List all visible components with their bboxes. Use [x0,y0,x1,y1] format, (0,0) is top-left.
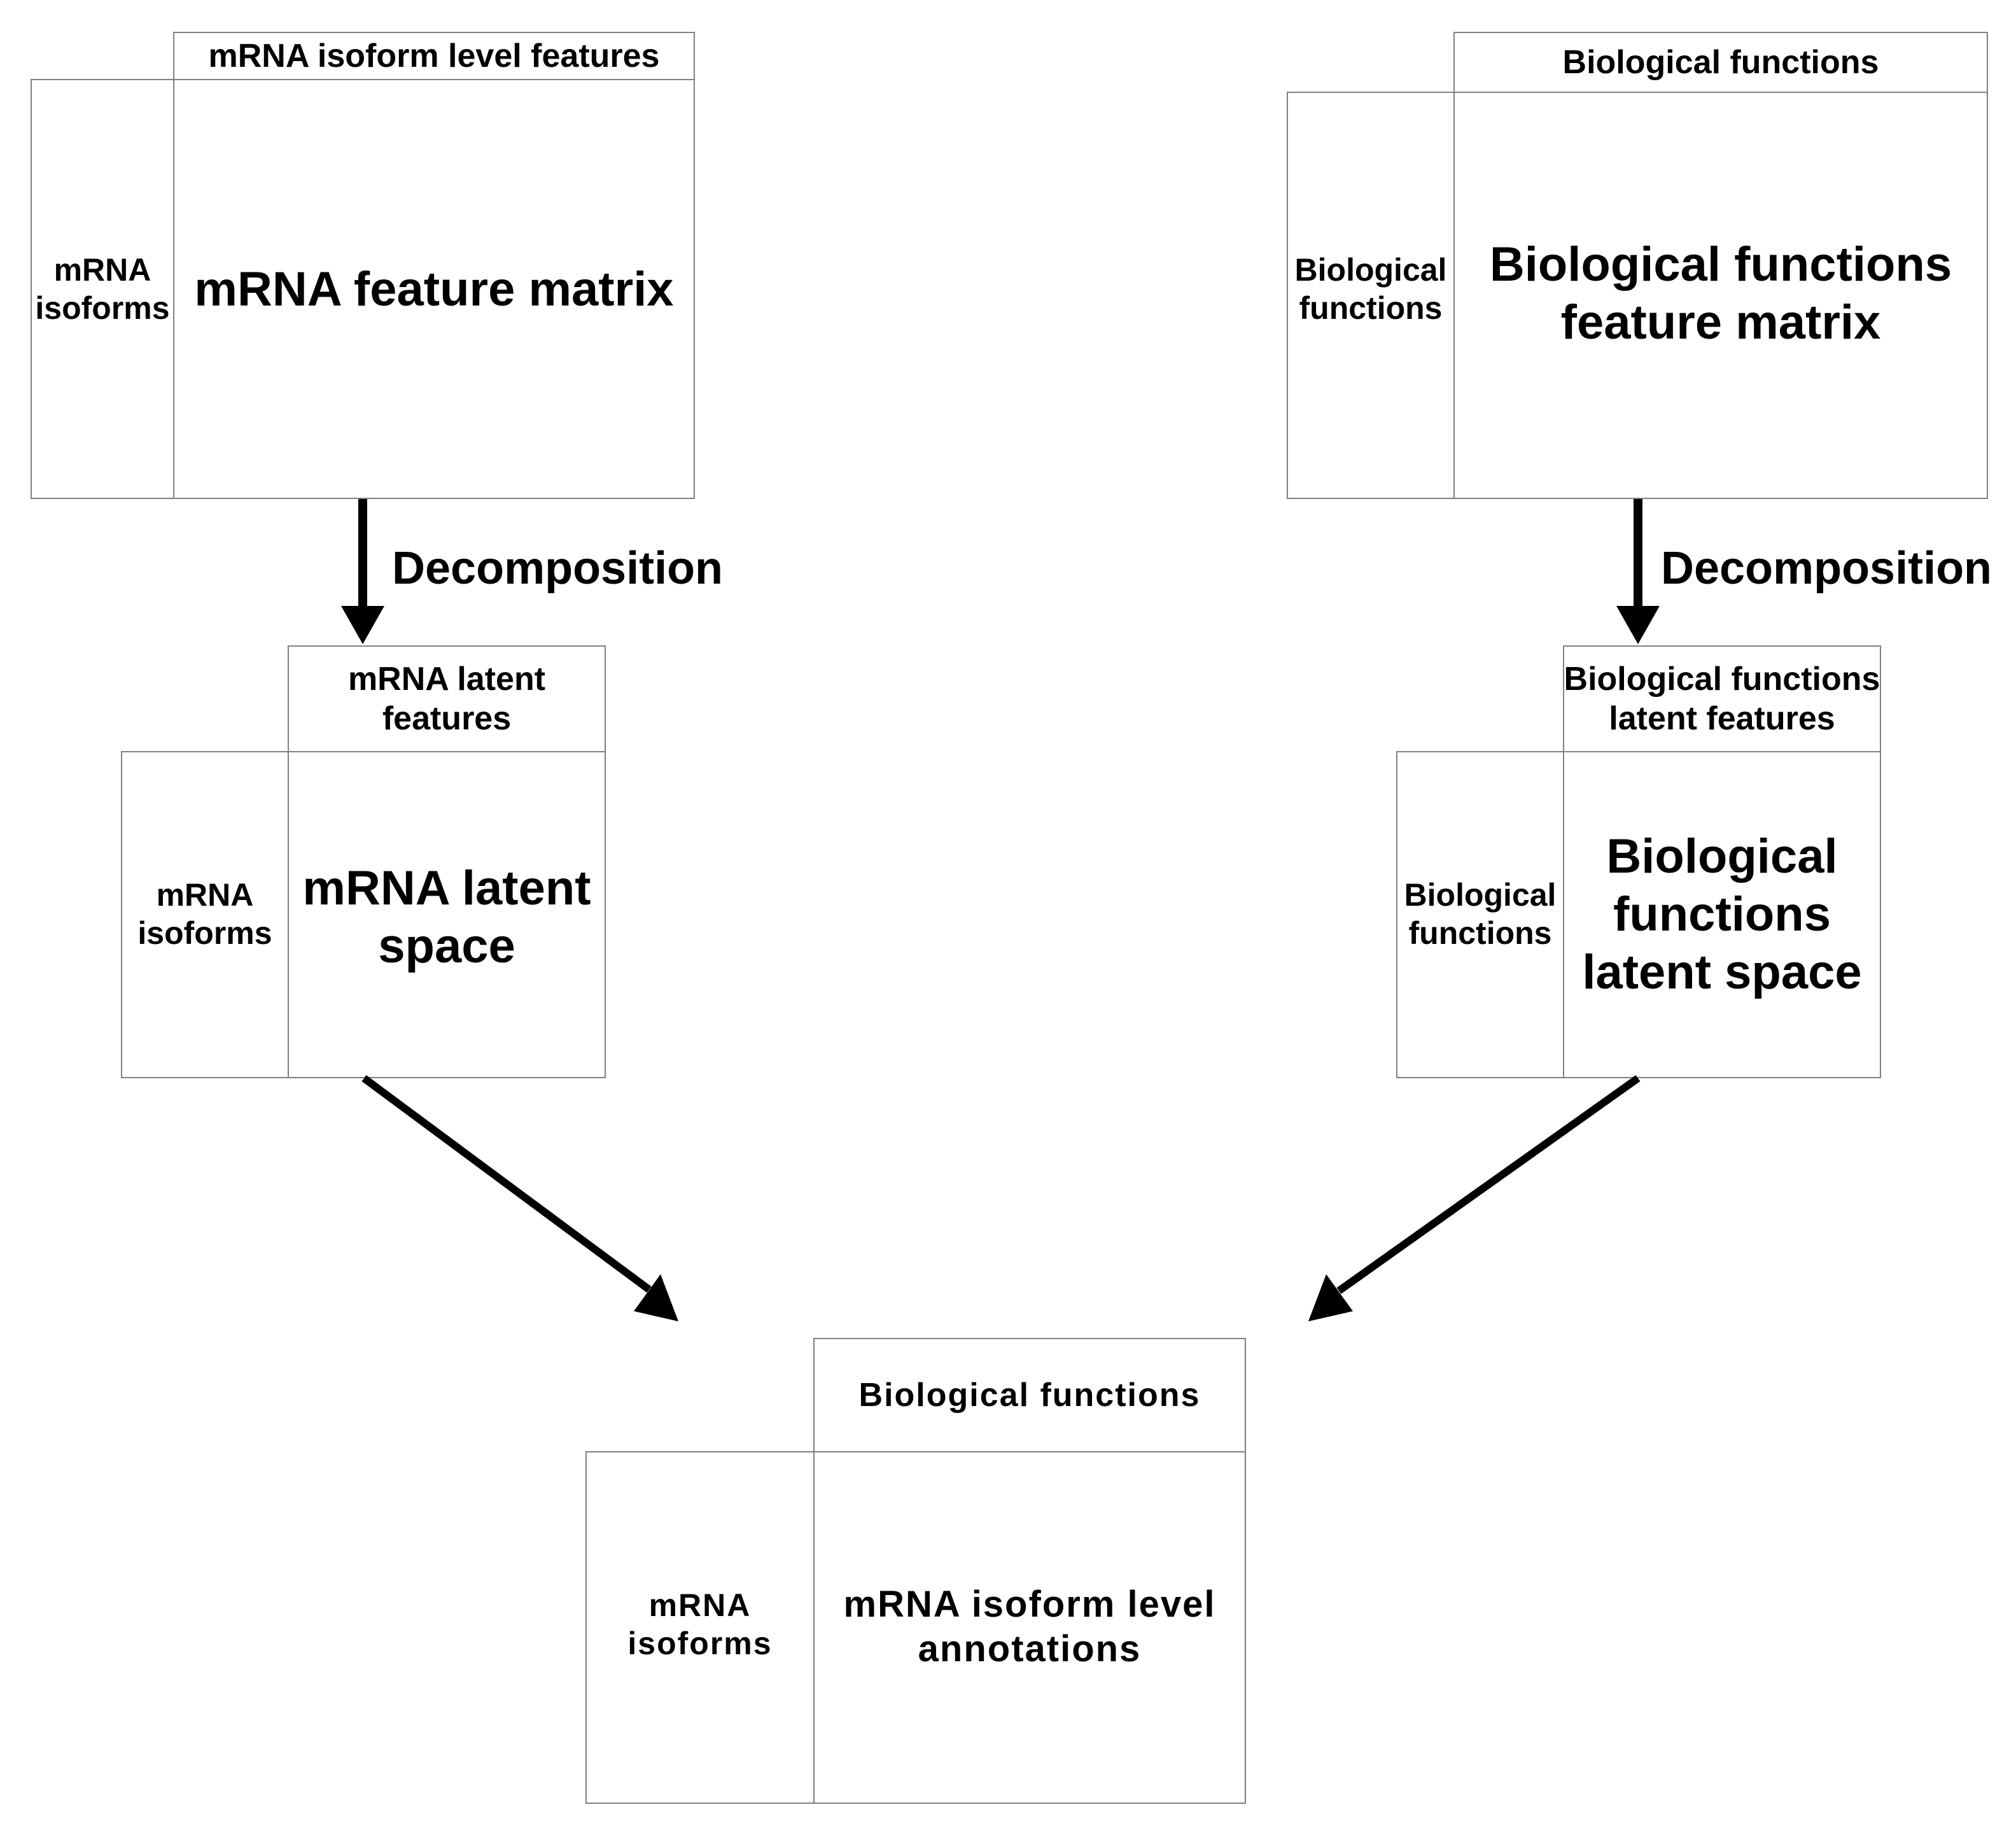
annotations-row-header-box [585,1451,815,1804]
mrna-feature-matrix-row-header-box [31,79,174,499]
annotations-row-header: mRNA isoforms [627,1587,773,1661]
mrna-latent-row-header: mRNA isoforms [137,877,272,951]
mrna-feature-matrix-row-header: mRNA isoforms [35,252,170,326]
mrna-latent-col-header-box [288,645,606,752]
mrna-feature-matrix-col-header: mRNA isoform level features [208,37,660,74]
right-to-annotations-arrow [1308,1075,1641,1321]
mrna-latent-col-header: mRNA latent features [347,660,546,737]
bio-latent-title: Biological functions latent space [1582,829,1862,1000]
mrna-latent-row-header-box [121,751,289,1078]
bio-latent-col-header: Biological functions latent features [1564,660,1880,737]
bio-feature-matrix-col-header: Biological functions [1562,43,1879,81]
mrna-feature-matrix-col-header-box [173,32,695,80]
bio-feature-matrix-title: Biological functions feature matrix [1489,237,1952,350]
annotations-title: mRNA isoform level annotations [843,1584,1216,1670]
left-to-annotations-arrow [361,1075,678,1321]
bio-feature-matrix-row-header: Biological functions [1294,252,1447,326]
bio-latent-col-header-box [1563,645,1881,752]
mrna-latent-title: mRNA latent space [302,861,591,974]
left-decomposition-label: Decomposition [392,543,724,594]
right-decomposition-label: Decomposition [1661,543,1992,594]
bio-latent-row-header: Biological functions [1404,877,1557,951]
annotations-col-header: Biological functions [858,1376,1201,1414]
left-decomposition-arrow [341,499,384,644]
bio-latent-row-header-box [1396,751,1564,1078]
bio-feature-matrix-col-header-box [1453,32,1988,93]
right-decomposition-arrow [1616,499,1660,644]
mrna-feature-matrix-title: mRNA feature matrix [194,262,674,316]
bio-feature-matrix-row-header-box [1287,92,1455,499]
